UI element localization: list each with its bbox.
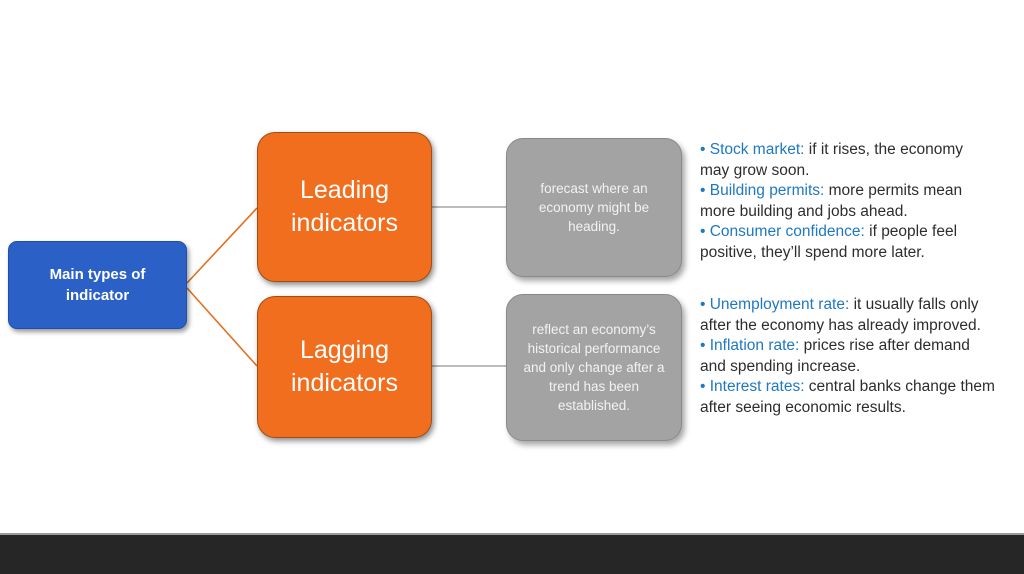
bullet-term: • Interest rates: (700, 378, 805, 395)
branch-node-leading-indicators: Leading indicators (257, 132, 432, 282)
connector-root-to-leading (186, 207, 258, 284)
lagging-details-list: • Unemployment rate: it usually falls on… (700, 295, 996, 418)
bullet-text: more permits mean more building and jobs… (700, 182, 963, 220)
branch-node-label: Lagging indicators (291, 336, 398, 397)
bullet-term: • Building permits: (700, 182, 825, 199)
bullet-text: prices rise after demand and spending in… (700, 337, 970, 375)
list-item: • Unemployment rate: it usually falls on… (700, 295, 996, 336)
list-item: • Stock market: if it rises, the economy… (700, 140, 996, 181)
bullet-text: if people feel positive, they’ll spend m… (700, 223, 958, 261)
list-item: • Inflation rate: prices rise after dema… (700, 336, 996, 377)
branch-node-lagging-indicators: Lagging indicators (257, 296, 432, 438)
list-item: • Building permits: more permits mean mo… (700, 181, 996, 222)
description-text: reflect an economy’s historical performa… (523, 322, 665, 413)
footer-bar (0, 535, 1024, 574)
bullet-term: • Unemployment rate: (700, 296, 850, 313)
branch-node-label: Leading indicators (291, 176, 398, 237)
footer-divider-line (0, 533, 1024, 535)
list-item: • Interest rates: central banks change t… (700, 377, 996, 418)
bullet-text: it usually falls only after the economy … (700, 296, 981, 334)
root-node-main-types: Main types of indicator (8, 241, 187, 329)
description-text: forecast where an economy might be headi… (538, 181, 650, 234)
description-node-leading: forecast where an economy might be headi… (506, 138, 682, 277)
connector-root-to-lagging (186, 287, 258, 367)
bullet-term: • Consumer confidence: (700, 223, 865, 240)
list-item: • Consumer confidence: if people feel po… (700, 222, 996, 263)
bullet-text: central banks change them after seeing e… (700, 378, 995, 416)
bullet-term: • Inflation rate: (700, 337, 800, 354)
bullet-text: if it rises, the economy may grow soon. (700, 141, 963, 179)
bullet-term: • Stock market: (700, 141, 805, 158)
root-node-label: Main types of indicator (49, 266, 146, 304)
description-node-lagging: reflect an economy’s historical performa… (506, 294, 682, 441)
leading-details-list: • Stock market: if it rises, the economy… (700, 140, 996, 263)
